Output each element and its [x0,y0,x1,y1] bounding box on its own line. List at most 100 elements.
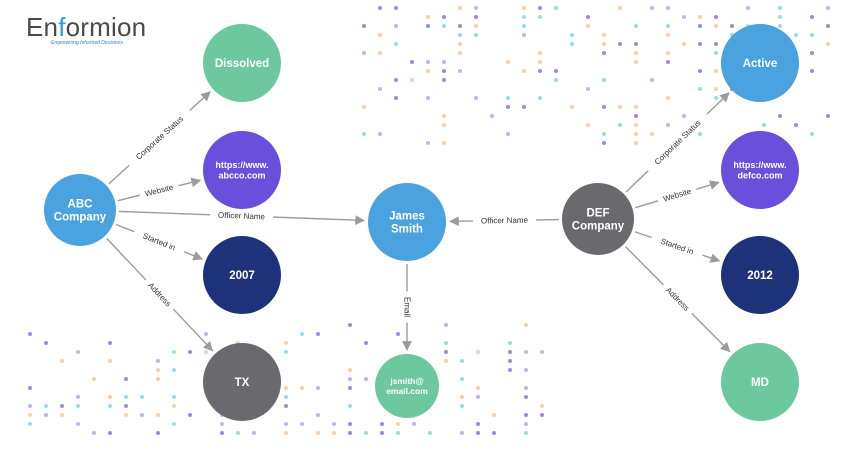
decor-dot [476,350,480,354]
decor-dot [394,24,398,28]
decor-dot [730,24,734,28]
decor-dot [538,96,542,100]
decor-dot [524,431,528,435]
decor-dot [492,413,496,417]
decor-dot [602,141,606,145]
decor-dot [826,24,830,28]
node-def-company[interactable]: DEF Company [562,183,634,255]
decor-dot [698,15,702,19]
decor-dot [714,51,718,55]
node-label: ABC [68,198,93,210]
edge-label-bg [472,213,537,227]
node-circle[interactable] [203,236,281,314]
decor-dot [826,6,830,10]
edge-def-md: Address [624,246,731,353]
node-circle[interactable] [203,343,281,421]
decor-dot [378,33,382,37]
decor-dot [442,69,446,73]
decor-dot [476,386,480,390]
node-circle[interactable] [721,236,799,314]
node-circle[interactable] [721,24,799,102]
decor-dot [524,395,528,399]
decor-dot [506,105,510,109]
decor-dot [476,422,480,426]
node-abc-website[interactable]: https://www.abcco.com [203,131,281,209]
node-md[interactable]: MD [721,343,799,421]
node-label: Company [572,221,625,233]
decor-dot [508,341,512,345]
node-dissolved[interactable]: Dissolved [203,24,281,102]
decor-dot [300,386,304,390]
node-2007[interactable]: 2007 [203,236,281,314]
decor-dot [602,132,606,136]
node-label: MD [751,377,769,389]
node-2012[interactable]: 2012 [721,236,799,314]
decor-dot [284,386,288,390]
edge-label-group: Corporate Status [644,109,712,176]
decor-dot [220,431,224,435]
decor-dot [44,404,48,408]
node-label: DEF [587,207,610,219]
node-circle[interactable] [44,174,116,246]
decor-dot [634,42,638,46]
decor-dot [778,15,782,19]
decor-dot [426,96,430,100]
node-active[interactable]: Active [721,24,799,102]
decor-dot [666,123,670,127]
decor-dot [586,15,590,19]
decor-dot [220,422,224,426]
decor-dot [284,431,288,435]
decor-dot [444,350,448,354]
decor-dot [76,404,80,408]
node-label: James [389,210,425,222]
decor-dot [362,132,366,136]
decor-dot [474,96,478,100]
node-label: jsmith@ [389,376,423,386]
edge-def-james: Officer Name [449,213,560,227]
decor-dot [284,350,288,354]
edge-label-group: Email [401,291,413,323]
node-email[interactable]: jsmith@email.com [375,354,439,418]
decor-dot [602,78,606,82]
node-circle[interactable] [721,131,799,209]
edge-label-bg [649,231,705,261]
node-circle[interactable] [721,343,799,421]
node-circle[interactable] [375,354,439,418]
node-tx[interactable]: TX [203,343,281,421]
decor-dot [394,78,398,82]
edge-label-bg [131,226,187,258]
decor-dot [316,431,320,435]
decor-dot [316,413,320,417]
decor-dot [474,24,478,28]
edge-label: Corporate Status [134,114,185,161]
decor-dot [506,132,510,136]
decor-dot [698,42,702,46]
edge-label-bg [138,179,181,202]
edge-label-group: Website [656,183,699,207]
node-label: Active [743,58,778,70]
decor-dot [524,323,528,327]
decor-dot [522,105,526,109]
decor-dot [810,132,814,136]
decor-dot [188,350,192,354]
node-circle[interactable] [368,183,446,261]
decor-dot [394,6,398,10]
decor-dot [522,6,526,10]
decor-dot [634,105,638,109]
node-circle[interactable] [203,24,281,102]
decor-dot [92,431,96,435]
decor-dot [460,359,464,363]
node-def-website[interactable]: https://www.defco.com [721,131,799,209]
decor-dot [140,395,144,399]
decor-dot [28,386,32,390]
edge-abc-james: Officer Name [118,208,366,225]
decor-dot [524,368,528,372]
decor-dot [44,341,48,345]
edge-abc-tx: Address [106,237,214,352]
node-circle[interactable] [203,131,281,209]
edge-label-bg [141,275,178,314]
decor-dot [554,6,558,10]
node-circle[interactable] [562,183,634,255]
